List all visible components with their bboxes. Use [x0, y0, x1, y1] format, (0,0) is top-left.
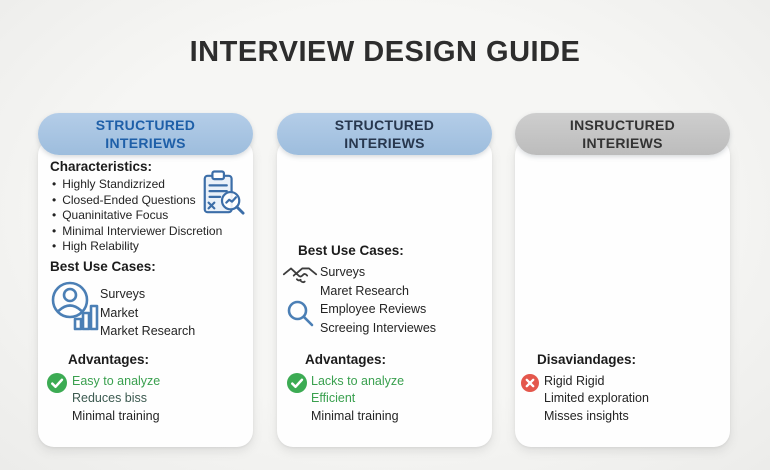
list-item: Market Research — [100, 324, 196, 338]
list-item: Minimal training — [72, 408, 160, 423]
list-item: Misses insights — [544, 408, 629, 423]
advantages-list: Easy to analyze Reduces biss Minimal tra… — [72, 373, 160, 425]
list-item: Limited exploration — [544, 391, 649, 406]
list-item: Employee Reviews — [320, 302, 427, 316]
list-item: Reduces biss — [72, 391, 148, 406]
characteristics-list: Highly Standizrized Closed-Ended Questio… — [50, 177, 222, 255]
handshake-icon — [282, 262, 318, 292]
card-header-line2: INTERIEWS — [344, 135, 425, 151]
card-header-line1: INSRUCTURED — [569, 117, 676, 133]
check-circle-icon — [287, 373, 307, 393]
card-structured-interviews-1: STRUCTURED INTERIEWS Characteristics: Hi… — [38, 113, 253, 449]
list-item: Closed-Ended Questions — [50, 193, 222, 209]
disadvantages-list: Rigid Rigid Limited exploration Misses i… — [544, 373, 649, 425]
advantages-heading: Advantages: — [68, 352, 150, 367]
card-structured-interviews-2: STRUCTURED INTERIEWS Best Use Cases: Sur… — [277, 113, 492, 449]
card-unstructured-interviews: INSRUCTURED INTERIEWS Disaviandages: Rig… — [515, 113, 730, 449]
list-item: Screeing Interviewes — [320, 320, 437, 335]
list-item: Rigid Rigid — [544, 374, 605, 388]
list-item: Efficient — [311, 391, 356, 406]
list-item: Maret Research — [320, 283, 409, 298]
check-circle-icon — [47, 373, 67, 393]
list-item: High Relability — [50, 239, 222, 255]
list-item: Quaninitative Focus — [50, 208, 222, 224]
best-use-cases-heading: Best Use Cases: — [298, 243, 404, 258]
list-item: Minimal training — [311, 408, 399, 423]
best-use-cases-heading: Best Use Cases: — [50, 259, 156, 274]
characteristics-heading: Characteristics: — [50, 159, 153, 174]
list-item: Surveys — [320, 265, 366, 279]
card-header-line2: INTERIEWS — [105, 135, 186, 151]
page-title: INTERVIEW DESIGN GUIDE — [189, 36, 581, 68]
list-item: Easy to analyze — [72, 374, 161, 388]
clipboard-audit-icon — [199, 169, 245, 219]
card-header-line2: INTERIEWS — [582, 135, 663, 151]
advantages-list: Lacks to analyze Efficient Minimal train… — [311, 373, 404, 425]
card-header-pill: STRUCTURED INTERIEWS — [38, 113, 253, 155]
list-item: Surveys — [100, 287, 146, 301]
list-item: Market — [100, 305, 139, 320]
disadvantages-heading: Disaviandages: — [537, 352, 637, 367]
search-icon — [286, 299, 314, 327]
list-item: Lacks to analyze — [311, 374, 405, 388]
card-body — [515, 139, 730, 447]
card-header-pill: STRUCTURED INTERIEWS — [277, 113, 492, 155]
card-header-line1: STRUCTURED — [334, 117, 435, 133]
best-use-cases-list: Surveys Maret Research Employee Reviews … — [320, 263, 436, 337]
advantages-heading: Advantages: — [305, 352, 387, 367]
list-item: Highly Standizrized — [50, 177, 222, 193]
card-header-pill: INSRUCTURED INTERIEWS — [515, 113, 730, 155]
list-item: Minimal Interviewer Discretion — [50, 224, 222, 240]
user-analytics-icon — [46, 277, 100, 333]
best-use-cases-list: Surveys Market Market Research — [100, 285, 195, 341]
cross-circle-icon — [521, 374, 539, 392]
card-body — [277, 139, 492, 447]
card-header-line1: STRUCTURED — [95, 117, 196, 133]
